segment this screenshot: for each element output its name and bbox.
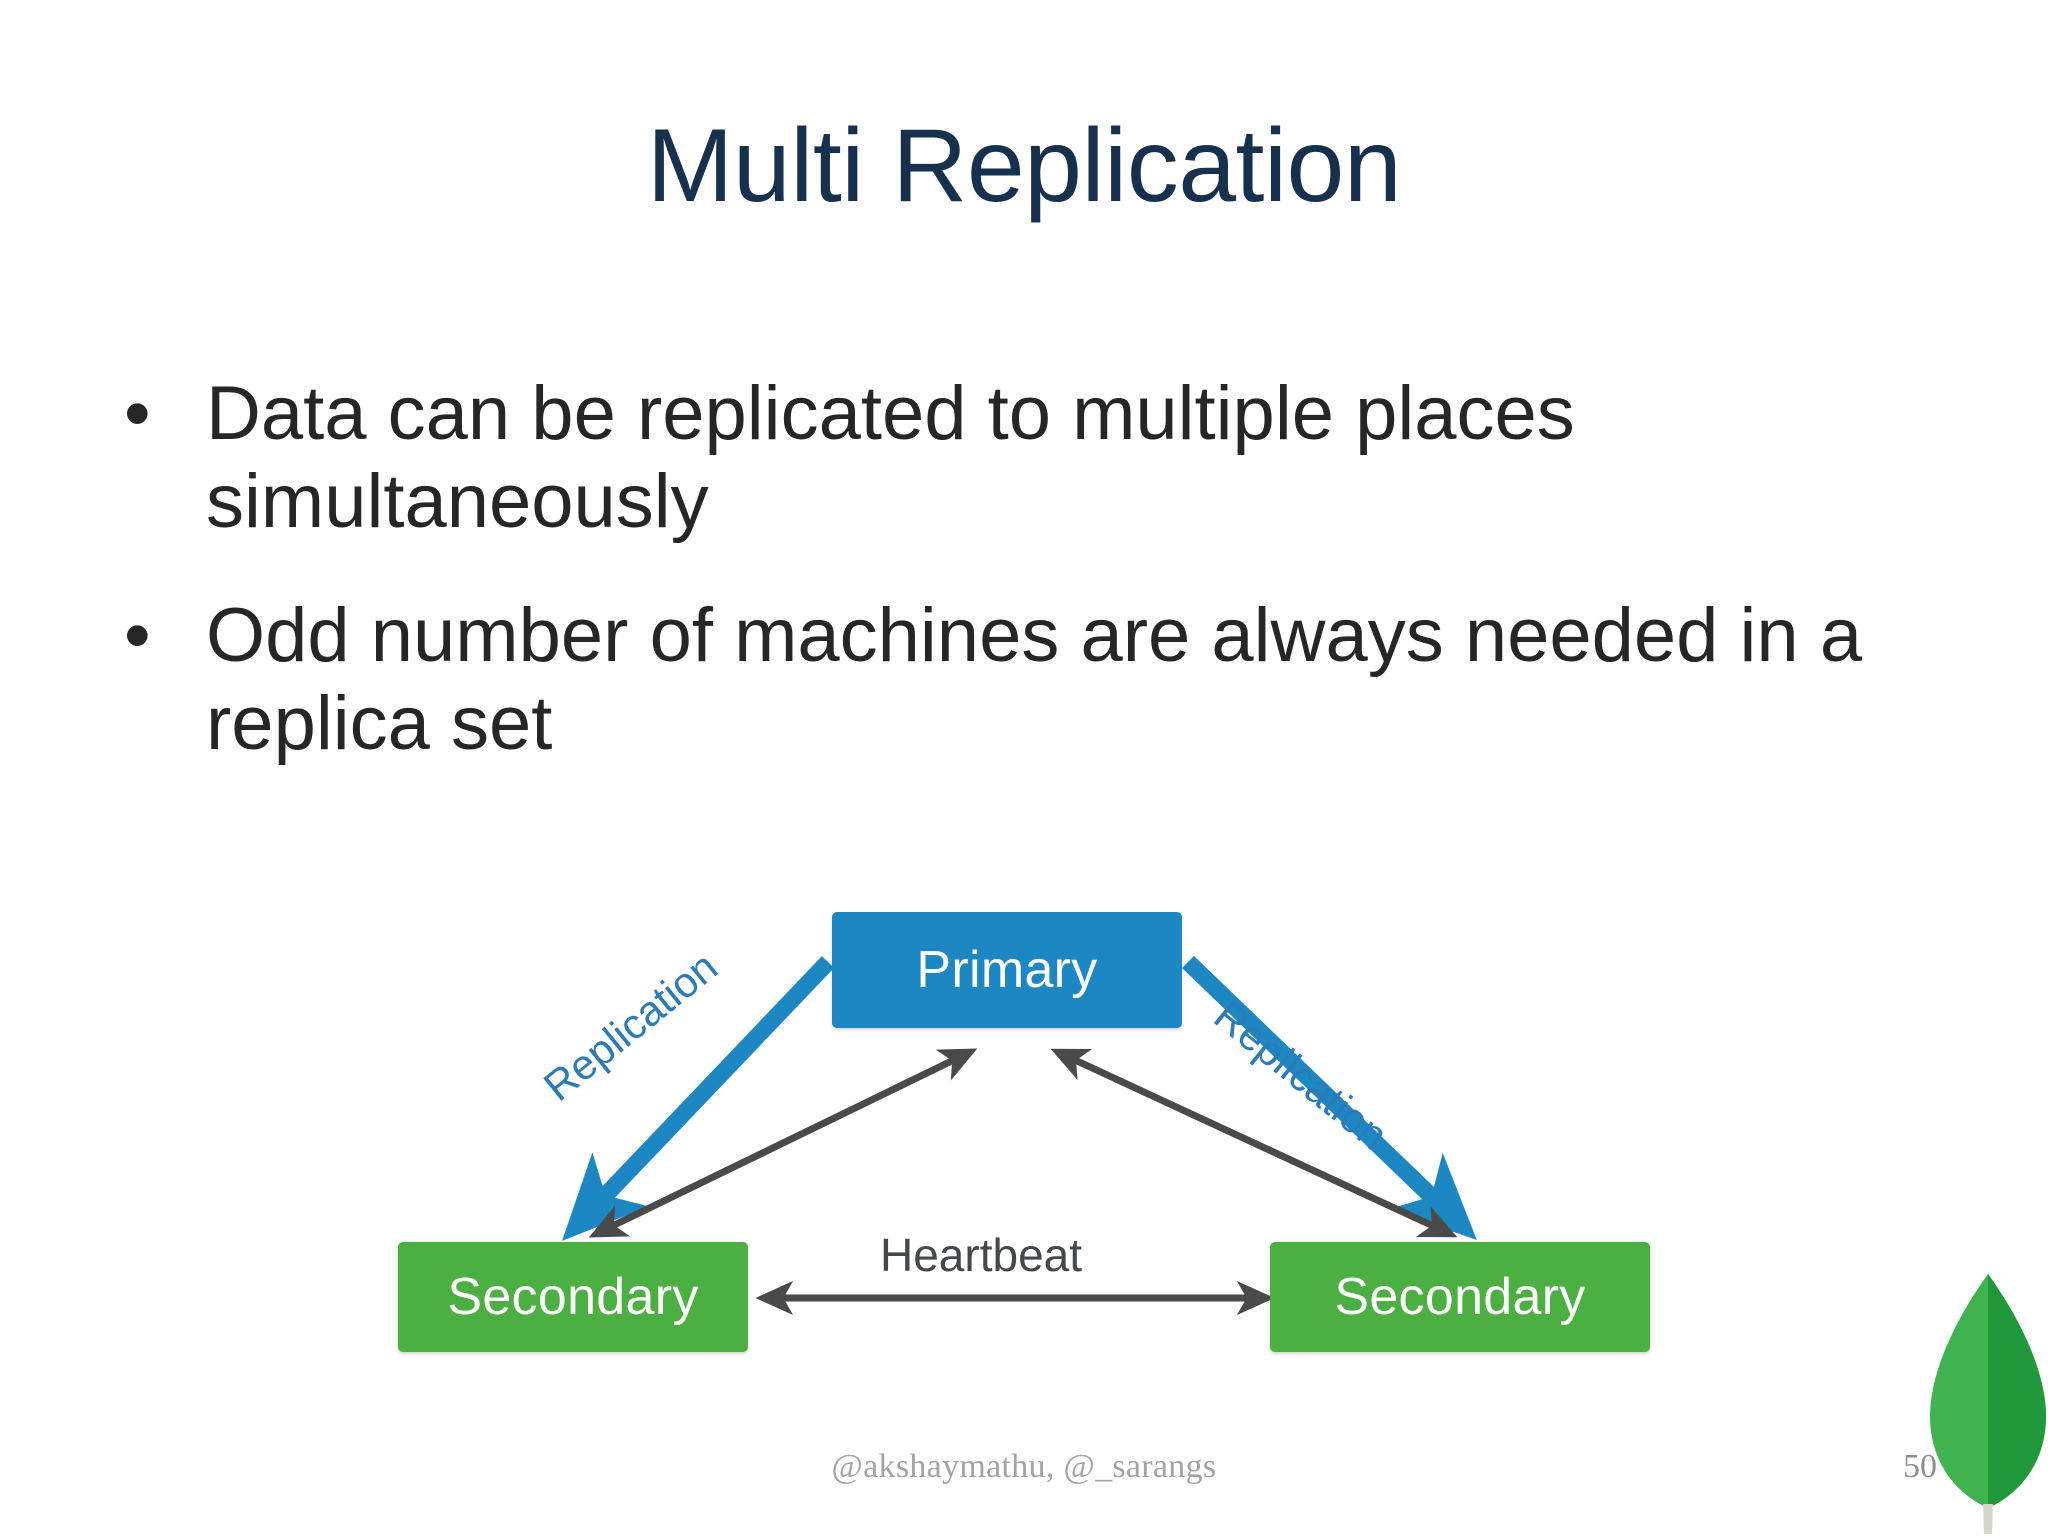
node-primary[interactable]: Primary bbox=[832, 912, 1182, 1028]
list-item: • Data can be replicated to multiple pla… bbox=[108, 370, 1928, 546]
heartbeat-arrow-right bbox=[1050, 1048, 1458, 1238]
node-secondary-right[interactable]: Secondary bbox=[1270, 1242, 1650, 1352]
list-item-text: Data can be replicated to multiple place… bbox=[206, 371, 1575, 545]
list-item: • Odd number of machines are always need… bbox=[108, 592, 1928, 768]
mongodb-leaf-icon bbox=[1930, 1274, 2046, 1534]
page-title: Multi Replication bbox=[646, 108, 1402, 224]
heartbeat-arrow-left bbox=[588, 1048, 978, 1238]
list-item-text: Odd number of machines are always needed… bbox=[206, 593, 1863, 767]
replication-diagram: Primary Secondary Secondary Replication … bbox=[390, 890, 1670, 1370]
page-number: 50 bbox=[1903, 1448, 1937, 1485]
heartbeat-label: Heartbeat bbox=[880, 1229, 1083, 1281]
footer-handles: @akshaymathu, @_sarangs bbox=[831, 1448, 1217, 1485]
bullet-marker-icon: • bbox=[124, 593, 151, 679]
diagram-connectors bbox=[562, 955, 1477, 1316]
bullet-list: • Data can be replicated to multiple pla… bbox=[108, 370, 1928, 815]
bullet-marker-icon: • bbox=[124, 371, 151, 456]
node-secondary-left[interactable]: Secondary bbox=[398, 1242, 748, 1352]
